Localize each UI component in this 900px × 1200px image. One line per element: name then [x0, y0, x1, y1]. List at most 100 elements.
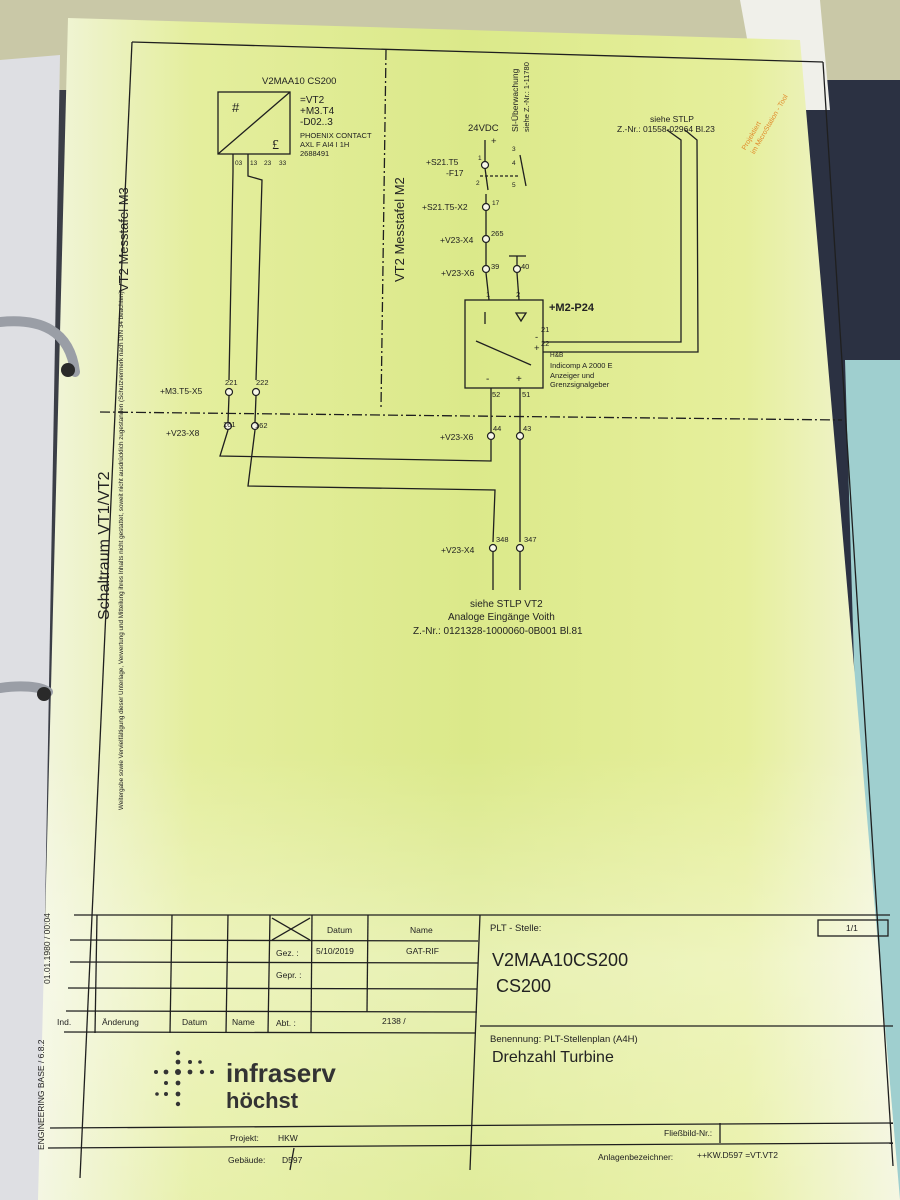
- margin-date: 01.01.1980 / 00:04: [42, 913, 52, 984]
- supply-voltage: 24VDC: [468, 123, 499, 134]
- company-name-1: infraserv: [226, 1058, 336, 1088]
- x6-top-label: +V23-X6: [441, 268, 475, 278]
- module-maker: PHOENIX CONTACT: [300, 131, 372, 140]
- monitor-label: SI-Überwachung: [510, 68, 520, 132]
- fuse-tag: +S21.T5: [426, 157, 459, 167]
- x5-pin-222: 222: [256, 378, 269, 387]
- terminal-x8-161: [223, 421, 233, 431]
- gez-name: GAT-RIF: [406, 946, 439, 956]
- indicator-function-1: Anzeiger und: [550, 371, 595, 380]
- tb-col5: [310, 914, 313, 1034]
- wire-21-stlp: [543, 129, 682, 343]
- monitor-ref: siehe Z.-Nr.: 1-11780: [522, 62, 531, 132]
- tb-cross-b: [271, 917, 311, 941]
- fuse-pin-4: 4: [512, 160, 516, 167]
- indicator-pin-22: 22: [541, 339, 550, 348]
- wire-22-stlp: [543, 129, 699, 353]
- ref-bottom-line-1: siehe STLP VT2: [470, 599, 543, 610]
- x4-bottom-pin-348: 348: [496, 535, 509, 544]
- drawing-title: Drehzahl Turbine: [492, 1049, 614, 1066]
- gez-date: 5/10/2019: [316, 946, 354, 956]
- tb-col3: [225, 914, 229, 1034]
- anlagen-value: ++KW.D597 =VT.VT2: [697, 1150, 779, 1160]
- x2-pin: 17: [492, 200, 500, 207]
- x6-bottom-pin-44: 44: [493, 424, 502, 433]
- module-article: 2688491: [300, 149, 330, 158]
- punch-hole-top: [61, 363, 75, 377]
- indicator-tag: +M2-P24: [549, 302, 594, 314]
- indicator-pin-2: 2: [516, 290, 521, 299]
- rev-ind: Ind.: [57, 1017, 72, 1027]
- wire-13: [247, 154, 263, 381]
- fuse-pin-3: 3: [512, 146, 516, 153]
- terminal-x4-265: [481, 234, 491, 244]
- module-pin-23: 23: [264, 160, 272, 167]
- sheet-box: [817, 919, 889, 937]
- separator-horizontal: [99, 411, 843, 421]
- module-assign-2: +M3.T4: [300, 106, 335, 117]
- fuse-number: -F17: [446, 168, 464, 178]
- module-type: AXL F AI4 I 1H: [300, 140, 350, 149]
- tb-row7: [47, 1142, 894, 1149]
- terminal-x8-162: [250, 421, 260, 431]
- zone-label-m3: VT2 Messtafel M3: [116, 187, 131, 292]
- wire-39-p24: [485, 272, 490, 301]
- ref-bottom-line-3: Z.-Nr.: 0121328-1000060-0B001 Bl.81: [413, 626, 583, 637]
- terminal-x4-347: [515, 543, 525, 553]
- x4-bottom-label: +V23-X4: [441, 545, 475, 555]
- terminal-x6-40: [512, 264, 522, 274]
- digital-symbol: #: [232, 100, 240, 115]
- gepr-label: Gepr. :: [276, 970, 302, 980]
- fuse-contact: [484, 167, 489, 191]
- paper-fade: [38, 18, 900, 1200]
- zone-label-schaltraum: Schaltraum VT1/VT2: [96, 471, 113, 621]
- frame-top: [131, 41, 824, 63]
- supply-plus: +: [491, 136, 497, 147]
- module-box: [217, 91, 291, 155]
- abt-value: 2138 /: [382, 1016, 406, 1026]
- abt-label: Abt. :: [276, 1018, 296, 1028]
- gebaeude-value: D597: [282, 1155, 303, 1165]
- punch-hole-bottom: [37, 687, 51, 701]
- zone-label-m2: VT2 Messtafel M2: [392, 177, 407, 282]
- x6-top-pin-39: 39: [491, 262, 500, 271]
- tb-col2: [169, 914, 173, 1034]
- wire-161-44: [219, 429, 492, 462]
- company-name-2: höchst: [226, 1088, 299, 1113]
- wire-40-p24: [516, 272, 520, 301]
- wire-221-161: [227, 395, 230, 423]
- analog-symbol: £: [272, 138, 279, 153]
- x5-pin-221: 221: [225, 378, 238, 387]
- module-pin-33: 33: [279, 160, 287, 167]
- projekt-value: HKW: [278, 1133, 298, 1143]
- x6-bottom-label: +V23-X6: [440, 432, 474, 442]
- teal-sheet: [845, 360, 900, 1200]
- x8-label: +V23-X8: [166, 428, 200, 438]
- x2-label: +S21.T5-X2: [422, 202, 468, 212]
- anlagen-label: Anlagenbezeichner:: [598, 1152, 674, 1162]
- indicator-pin-51: 51: [522, 390, 531, 399]
- module-pin-03: 03: [235, 160, 243, 167]
- tb-col1: [94, 914, 98, 1034]
- indicator-function-2: Grenzsignalgeber: [550, 380, 610, 389]
- tb-col-bottom: [289, 1147, 295, 1171]
- module-tag: V2MAA10 CS200: [262, 76, 337, 87]
- module-diagonal: [217, 91, 291, 155]
- tb-col6: [366, 914, 369, 1013]
- benennung: Benennung: PLT-Stellenplan (A4H): [490, 1034, 638, 1045]
- col-name: Name: [410, 925, 433, 935]
- fuse-pin-2: 2: [476, 180, 480, 187]
- tb-row5: [63, 1031, 477, 1034]
- wire-03: [228, 154, 234, 381]
- fuse-pin-5: 5: [512, 182, 516, 189]
- module-pin-13: 13: [250, 160, 258, 167]
- infraserv-logo-mark: [154, 1050, 214, 1107]
- tb-row4: [65, 1010, 478, 1013]
- x8-pin-162: 162: [255, 421, 268, 430]
- x4-top-label: +V23-X4: [440, 235, 474, 245]
- terminal-x6-43: [515, 431, 525, 441]
- x4-top-pin: 265: [491, 229, 504, 238]
- legal-note: Weitergabe sowie Vervielfältigung dieser…: [118, 291, 125, 810]
